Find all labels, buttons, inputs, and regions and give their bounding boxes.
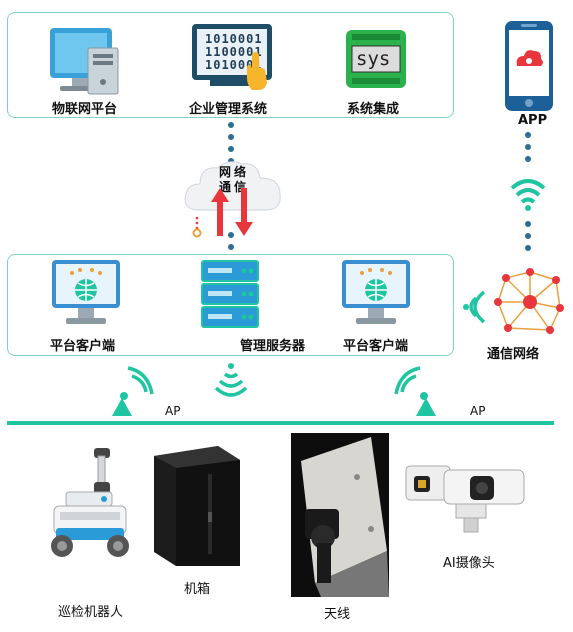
client-label-left: 平台客户端	[50, 339, 116, 354]
antenna-label: 天线	[324, 607, 351, 622]
system-integration-label: 系统集成	[347, 102, 400, 117]
sys-icon-text: sys	[356, 48, 391, 70]
client-label-right: 平台客户端	[343, 339, 409, 354]
ap-line	[7, 421, 554, 425]
app-connector-dots	[525, 132, 531, 168]
ap-wifi-icon	[394, 366, 436, 416]
cloud-text-1: 网	[219, 165, 232, 179]
iot-platform-icon	[50, 28, 119, 95]
client-monitor-icon	[342, 260, 410, 324]
cloud-text-3: 通	[219, 180, 232, 194]
ap-label-right: AP	[470, 404, 486, 418]
network-label: 通信网络	[487, 347, 540, 362]
ap-wifi-icon	[112, 366, 154, 416]
cloud-text-2: 络	[234, 165, 247, 179]
signal-dot-icon	[192, 216, 202, 238]
screen-line: 1010001	[205, 32, 263, 46]
server-icon	[201, 260, 259, 328]
network-icon	[494, 268, 564, 334]
arrow-down-icon	[235, 188, 253, 236]
wifi-icon	[214, 363, 248, 397]
chassis-label: 机箱	[184, 582, 211, 597]
ap-label-left: AP	[165, 404, 181, 418]
screen-line: 1100001	[205, 45, 263, 59]
chassis-image	[154, 446, 240, 566]
ai-camera-image	[405, 465, 525, 533]
ai-camera-label: AI摄像头	[443, 556, 495, 571]
app-label: APP	[518, 113, 548, 128]
system-integration-icon	[346, 30, 406, 88]
server-label: 管理服务器	[240, 339, 306, 354]
wifi-icon	[463, 290, 486, 324]
pointing-hand-icon	[247, 52, 267, 90]
app-connector-dots-lower	[525, 221, 531, 257]
enterprise-management-label: 企业管理系统	[189, 102, 268, 117]
robot-label: 巡检机器人	[58, 605, 124, 620]
cloud-icon	[184, 161, 281, 211]
wifi-icon	[510, 179, 546, 211]
inspection-robot-image	[51, 448, 129, 557]
antenna-image	[291, 433, 389, 597]
cloud-top-dots	[228, 122, 234, 170]
arrow-up-icon	[211, 188, 229, 236]
cloud-bottom-dots	[228, 232, 234, 256]
phone-icon	[505, 21, 553, 111]
client-monitor-icon	[52, 260, 120, 324]
iot-platform-label: 物联网平台	[52, 102, 118, 117]
